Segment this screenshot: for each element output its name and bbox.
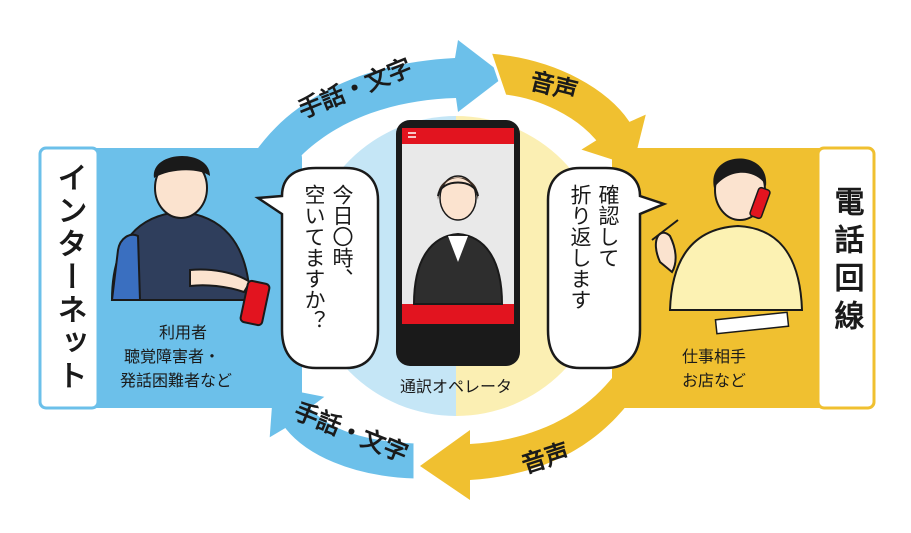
right-user-label-2: お店など — [682, 371, 746, 390]
smartphone — [396, 120, 520, 366]
top-left-arrow — [250, 40, 505, 178]
bottom-right-arrow — [420, 370, 650, 500]
partner-illustration — [651, 158, 804, 335]
right-user-label-1: 仕事相手 — [682, 347, 746, 366]
operator-label: 通訳オペレータ — [400, 377, 512, 396]
right-bubble-line-2: 折り返します — [568, 184, 592, 310]
internet-label: インターネット — [52, 162, 87, 393]
right-speech-bubble — [546, 166, 668, 370]
left-speech-bubble — [254, 166, 380, 370]
left-user-label-3: 発話困難者など — [120, 371, 232, 390]
phone-line-label: 電話回線 — [829, 186, 865, 338]
left-bubble-line-2: 空いてますか？ — [302, 184, 326, 331]
left-bubble-line-1: 今日〇時、 — [330, 184, 354, 289]
operator-figure — [412, 232, 504, 305]
bottom-left-arrow — [266, 383, 417, 482]
user-illustration — [110, 155, 271, 327]
top-right-arrow — [487, 50, 651, 170]
left-user-label-1: 利用者 — [159, 323, 207, 342]
left-user-label-2: 聴覚障害者・ — [124, 347, 220, 366]
right-bubble-line-1: 確認して — [596, 184, 620, 268]
